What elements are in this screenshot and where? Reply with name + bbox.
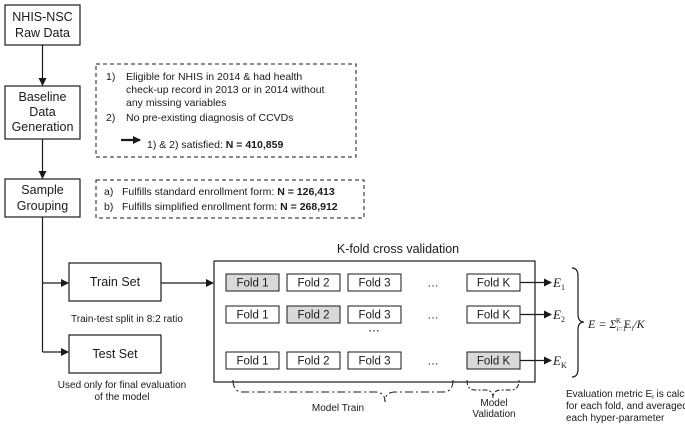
criteria-item2-num: 2) (106, 112, 115, 124)
model-train-label: Model Train (312, 403, 364, 414)
baseline-line1: Baseline (19, 90, 67, 104)
grouping-b-num: b) (104, 201, 113, 213)
grouping-box: a) Fulfills standard enrollment form: N … (95, 179, 365, 219)
kfold-title: K-fold cross validation (337, 242, 459, 256)
sample-line1: Sample (21, 183, 63, 197)
error-ek: EK (552, 353, 567, 370)
fold-label: Fold 3 (359, 278, 391, 290)
fold-cell (225, 351, 280, 370)
train-set-box: Train Set (68, 262, 162, 302)
split-note: Train-test split in 8:2 ratio (71, 314, 183, 325)
grouping-b-text: Fulfills simplified enrollment form: N =… (122, 201, 338, 213)
fold-label: Fold 1 (237, 356, 269, 368)
fold-label: Fold 2 (298, 356, 330, 368)
fold-cell-validation (286, 305, 341, 324)
criteria-item2-line1: No pre-existing diagnosis of CCVDs (126, 112, 294, 124)
fold-label: Fold K (477, 278, 511, 290)
criteria-item1-line3: any missing variables (126, 97, 226, 109)
rows-ellipsis: ⋯ (368, 325, 380, 337)
fold-rows: Fold 1 Fold 2 Fold 3 … Fold K Fold 1 Fol… (225, 273, 521, 370)
errors-bracket (571, 267, 585, 378)
sample-line2: Grouping (17, 199, 68, 213)
criteria-item1-num: 1) (106, 71, 115, 83)
test-set-box: Test Set (68, 334, 162, 374)
fold-cell (347, 305, 402, 324)
fold-cell (347, 273, 402, 292)
fold-label: Fold 3 (359, 310, 391, 322)
fold-label: Fold 3 (359, 356, 391, 368)
fold-label: Fold 2 (298, 278, 330, 290)
eval-note-line3: each hyper-parameter (566, 413, 665, 424)
model-validation-line1: Model (480, 398, 507, 409)
fold-row-2: Fold 1 Fold 2 Fold 3 … Fold K (225, 305, 521, 324)
grouping-a-text: Fulfills standard enrollment form: N = 1… (122, 186, 335, 198)
fold-label: Fold 1 (237, 310, 269, 322)
fold-cell (347, 351, 402, 370)
sample-box: Sample Grouping (4, 178, 81, 218)
criteria-item1-line1: Eligible for NHIS in 2014 & had health (126, 71, 302, 83)
model-validation-bracket (466, 379, 520, 399)
fold-ellipsis: … (427, 356, 439, 368)
criteria-satisfied: 1) & 2) satisfied: N = 410,859 (147, 139, 283, 151)
fold-ellipsis: … (427, 310, 439, 322)
fold-cell (286, 273, 341, 292)
model-train-bracket (232, 379, 454, 403)
criteria-box: 1) Eligible for NHIS in 2014 & had healt… (95, 63, 357, 158)
raw-data-box: NHIS-NSC Raw Data (4, 4, 81, 46)
error-e1: E1 (552, 275, 565, 292)
raw-data-line1: NHIS-NSC (12, 10, 72, 24)
test-note-line1: Used only for final evaluation (58, 380, 186, 391)
criteria-item1-line2: check-up record in 2013 or in 2014 witho… (126, 84, 325, 96)
fold-ellipsis: … (427, 278, 439, 290)
fold-label: Fold 2 (298, 310, 330, 322)
fold-cell (225, 305, 280, 324)
fold-label: Fold K (477, 356, 511, 368)
fold-cell (286, 351, 341, 370)
eval-note-line1: Evaluation metric Ei is calculated (566, 389, 685, 401)
fold-row-k: Fold 1 Fold 2 Fold 3 … Fold K (225, 351, 521, 370)
fold-row-1: Fold 1 Fold 2 Fold 3 … Fold K (225, 273, 521, 292)
error-e2: E2 (552, 307, 565, 324)
model-validation-line2: Validation (472, 409, 515, 420)
baseline-line2: Data (29, 105, 55, 119)
baseline-box: Baseline Data Generation (4, 85, 81, 140)
fold-cell-validation (225, 273, 280, 292)
train-set-label: Train Set (90, 275, 141, 289)
fold-label: Fold 1 (237, 278, 269, 290)
raw-data-line2: Raw Data (15, 26, 70, 40)
test-set-label: Test Set (92, 347, 138, 361)
eval-note-line2: for each fold, and averaged for (566, 401, 685, 412)
test-note-line2: of the model (94, 392, 149, 403)
grouping-a-num: a) (104, 186, 113, 198)
baseline-line3: Generation (12, 120, 74, 134)
fold-label: Fold K (477, 310, 511, 322)
